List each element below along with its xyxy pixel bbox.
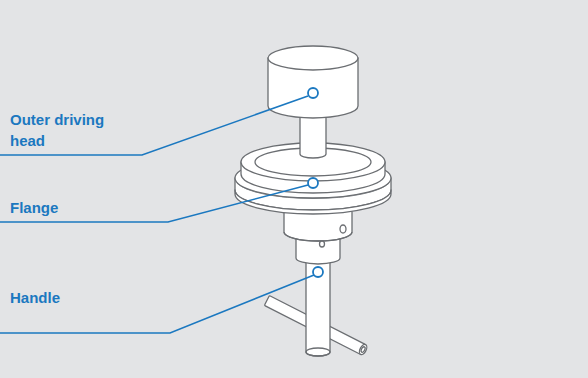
driving-head-body (268, 46, 358, 118)
part-label: Flange (10, 197, 160, 218)
leader-line (0, 275, 314, 333)
leader-lines (0, 96, 314, 333)
leader-dot (313, 267, 323, 277)
part-label: Outer driving head (10, 109, 135, 151)
leader-line (0, 96, 308, 155)
leader-dot (308, 178, 318, 188)
leader-line (0, 185, 308, 222)
part-label: Handle (10, 287, 160, 308)
leader-dot (308, 88, 318, 98)
handle-rod (306, 252, 330, 356)
